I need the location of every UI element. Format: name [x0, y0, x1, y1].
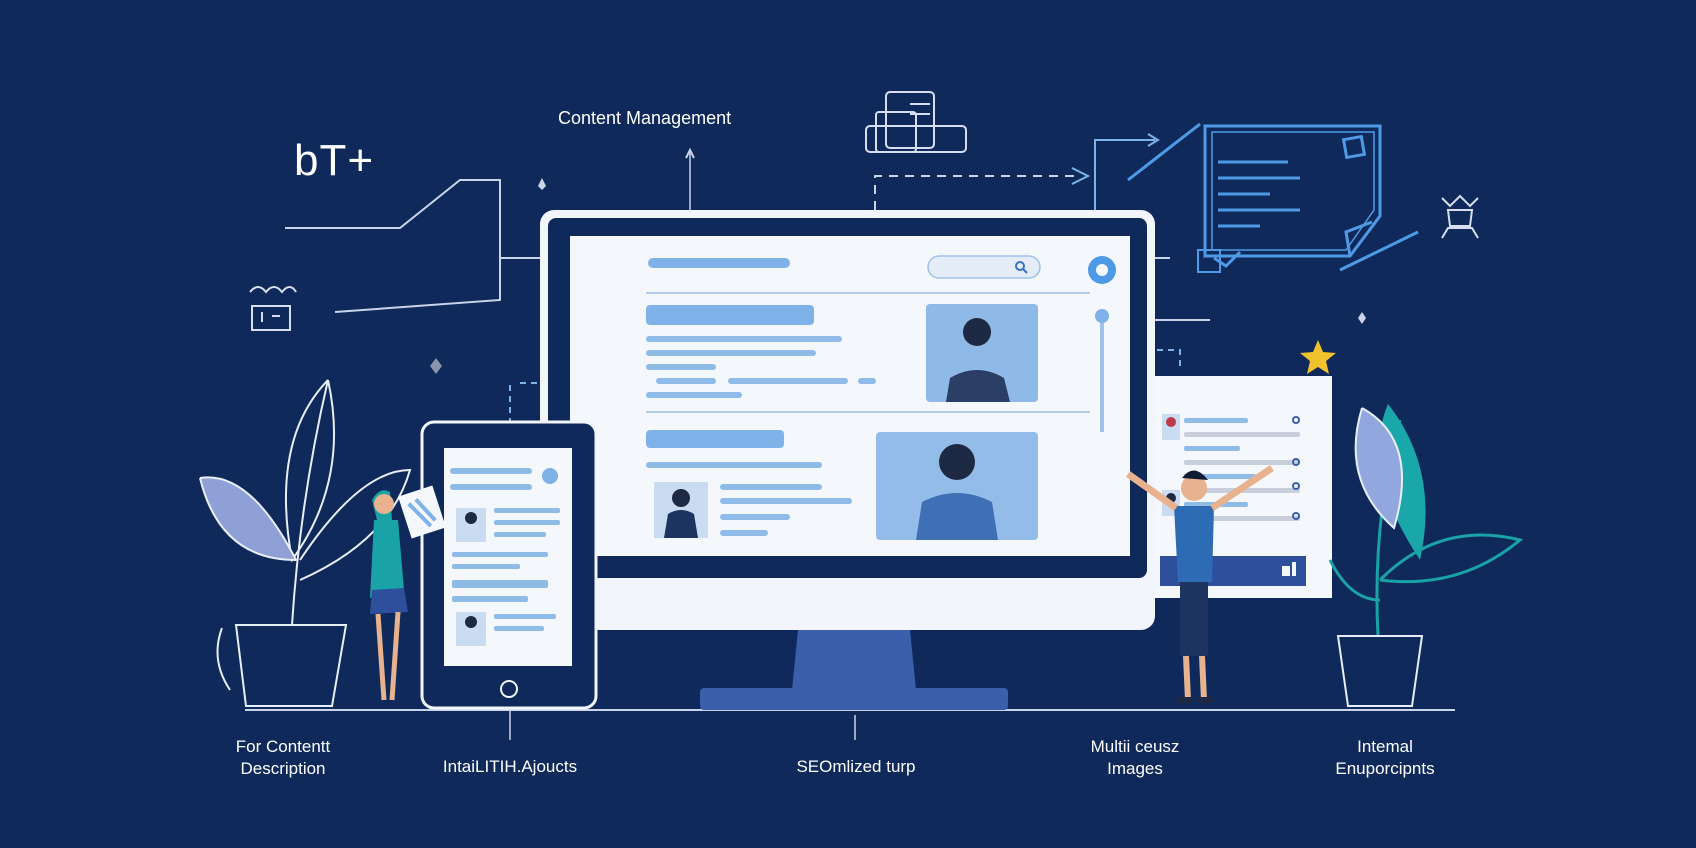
- toolbox-icon: [249, 286, 297, 331]
- bottom-label-images: Multii ceusz Images: [1060, 736, 1210, 780]
- gear-icon: [1088, 256, 1116, 284]
- bottom-label-3-line1: SEOmlized turp: [796, 757, 916, 776]
- bottom-label-1-line2: Description: [240, 759, 326, 778]
- bottom-label-1-line1: For Contentt: [235, 737, 331, 756]
- document-icon: [1197, 124, 1382, 273]
- bottom-label-4-line1: Multii ceusz: [1090, 737, 1180, 756]
- star-icon: [1300, 340, 1336, 374]
- content-management-label: Content Management: [558, 108, 732, 128]
- bottom-label-2-line1: IntaiLITIH.Ajoucts: [442, 757, 578, 776]
- search-input[interactable]: [927, 255, 1041, 279]
- search-icon: [1015, 261, 1028, 274]
- monitor-screen: [646, 255, 1116, 540]
- sparkles: [430, 178, 1366, 374]
- man-figure: [1125, 465, 1274, 703]
- bottom-label-seo: SEOmlized turp: [760, 756, 952, 778]
- robot-icon: [1441, 194, 1479, 239]
- cloud-server-icon: [865, 91, 967, 153]
- right-plant: [1328, 404, 1524, 707]
- bottom-label-content-description: For Contentt Description: [200, 736, 366, 780]
- bottom-label-internal-endpoints: Intemal Enuporcipnts: [1300, 736, 1470, 780]
- bottom-label-5-line2: Enuporcipnts: [1335, 759, 1435, 778]
- woman-figure: [370, 485, 446, 701]
- bottom-label-internal-adjacts: IntaiLITIH.Ajoucts: [412, 756, 608, 778]
- left-plant: [199, 379, 412, 707]
- tablet: [420, 420, 598, 710]
- bottom-label-5-line1: Intemal: [1357, 737, 1413, 756]
- tablet-home-button[interactable]: [500, 680, 518, 698]
- bottom-label-4-line2: Images: [1107, 759, 1163, 778]
- logo-text: bT+: [294, 136, 375, 185]
- monitor: [540, 210, 1155, 710]
- profile-photo-woman: [876, 432, 1038, 540]
